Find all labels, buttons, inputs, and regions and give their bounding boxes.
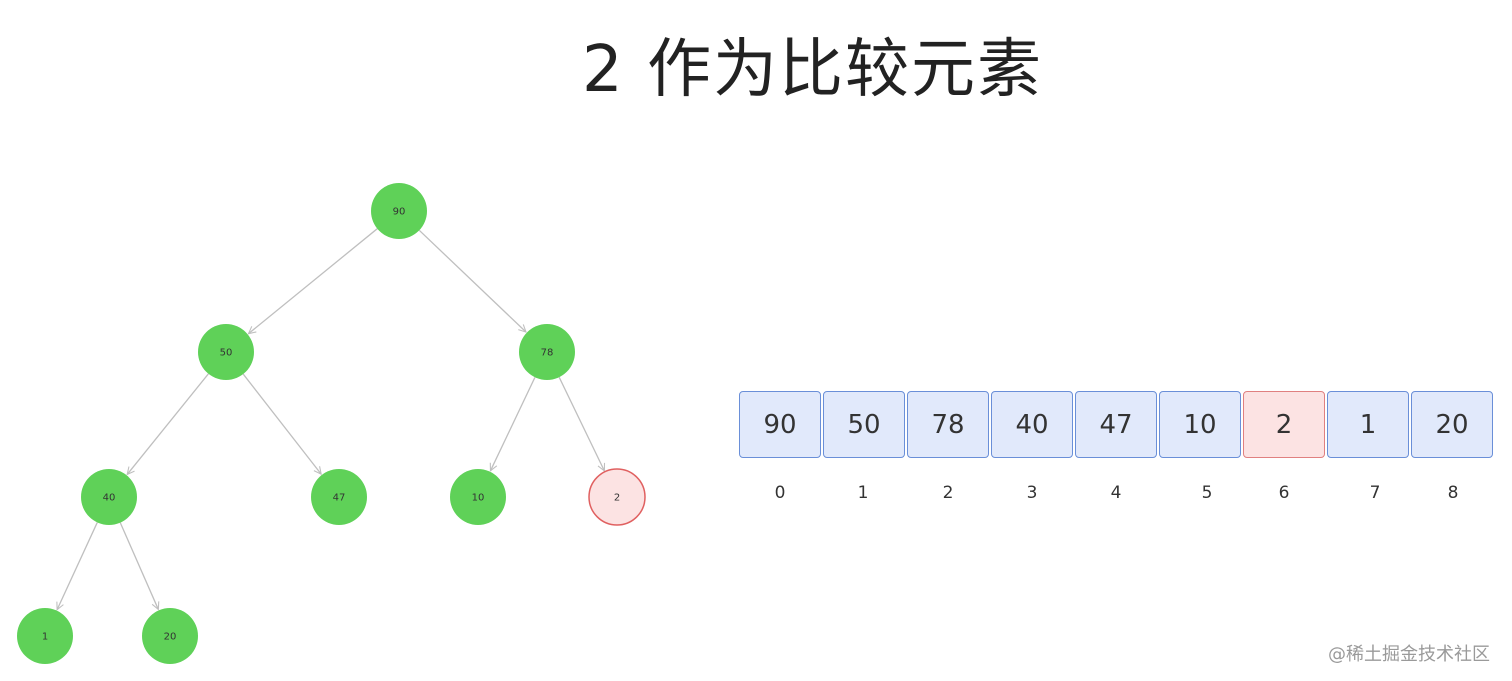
array-index-7: 7: [1369, 483, 1381, 503]
array-index-5: 5: [1201, 483, 1213, 503]
watermark: @稀土掘金技术社区: [1328, 644, 1490, 665]
tree-node-circle: [519, 324, 575, 380]
tree-node-label: 10: [472, 493, 485, 504]
tree-edge-n0-n1: [248, 228, 378, 334]
tree-edge-n1-n4: [242, 373, 321, 474]
tree-node-10: 10: [450, 469, 506, 525]
tree-edge-n2-n5: [490, 377, 536, 471]
tree-node-20: 20: [142, 608, 198, 664]
array-index-0: 0: [774, 483, 786, 503]
tree-node-circle: [17, 608, 73, 664]
tree-node-label: 78: [541, 348, 554, 359]
tree-node-78: 78: [519, 324, 575, 380]
tree-nodes: 90 50 78 40 47 10 2 1 20: [17, 183, 646, 664]
tree-node-label: 1: [42, 632, 48, 643]
array-index-8: 8: [1447, 483, 1459, 503]
page-title: 2 作为比较元素: [581, 33, 1044, 107]
array-cell-8: 20: [1411, 391, 1493, 458]
tree-node-2: 2: [588, 468, 646, 526]
tree-edge-n0-n2: [418, 229, 526, 332]
tree-node-circle: [311, 469, 367, 525]
array-cell-4: 47: [1075, 391, 1157, 458]
tree-edge-n3-n8: [119, 522, 158, 610]
tree-node-40: 40: [81, 469, 137, 525]
tree-edge-n3-n7: [57, 522, 98, 609]
array-index-4: 4: [1110, 483, 1122, 503]
tree-node-circle: [198, 324, 254, 380]
tree-node-label: 20: [164, 632, 177, 643]
tree-node-47: 47: [311, 469, 367, 525]
array-index-6: 6: [1278, 483, 1290, 503]
array-cell-2: 78: [907, 391, 989, 458]
tree-node-label: 47: [333, 493, 346, 504]
tree-node-label: 50: [220, 348, 233, 359]
tree-node-1: 1: [17, 608, 73, 664]
array-index-1: 1: [857, 483, 869, 503]
tree-node-circle: [588, 468, 646, 526]
tree-node-label: 2: [614, 493, 620, 504]
tree-edge-n1-n3: [127, 373, 209, 475]
array-cell-6: 2: [1243, 391, 1325, 458]
array-cell-1: 50: [823, 391, 905, 458]
array-cell-0: 90: [739, 391, 821, 458]
tree-node-circle: [81, 469, 137, 525]
array-cell-3: 40: [991, 391, 1073, 458]
tree-edges: [57, 228, 604, 610]
tree-node-circle: [142, 608, 198, 664]
tree-node-label: 90: [393, 207, 406, 218]
tree-node-circle: [371, 183, 427, 239]
tree-node-50: 50: [198, 324, 254, 380]
array-cell-5: 10: [1159, 391, 1241, 458]
array-cell-7: 1: [1327, 391, 1409, 458]
array-index-2: 2: [942, 483, 954, 503]
tree-node-circle: [450, 469, 506, 525]
tree-node-90: 90: [371, 183, 427, 239]
tree-edge-n2-n6: [558, 376, 604, 471]
tree-node-label: 40: [103, 493, 116, 504]
array-index-3: 3: [1026, 483, 1038, 503]
